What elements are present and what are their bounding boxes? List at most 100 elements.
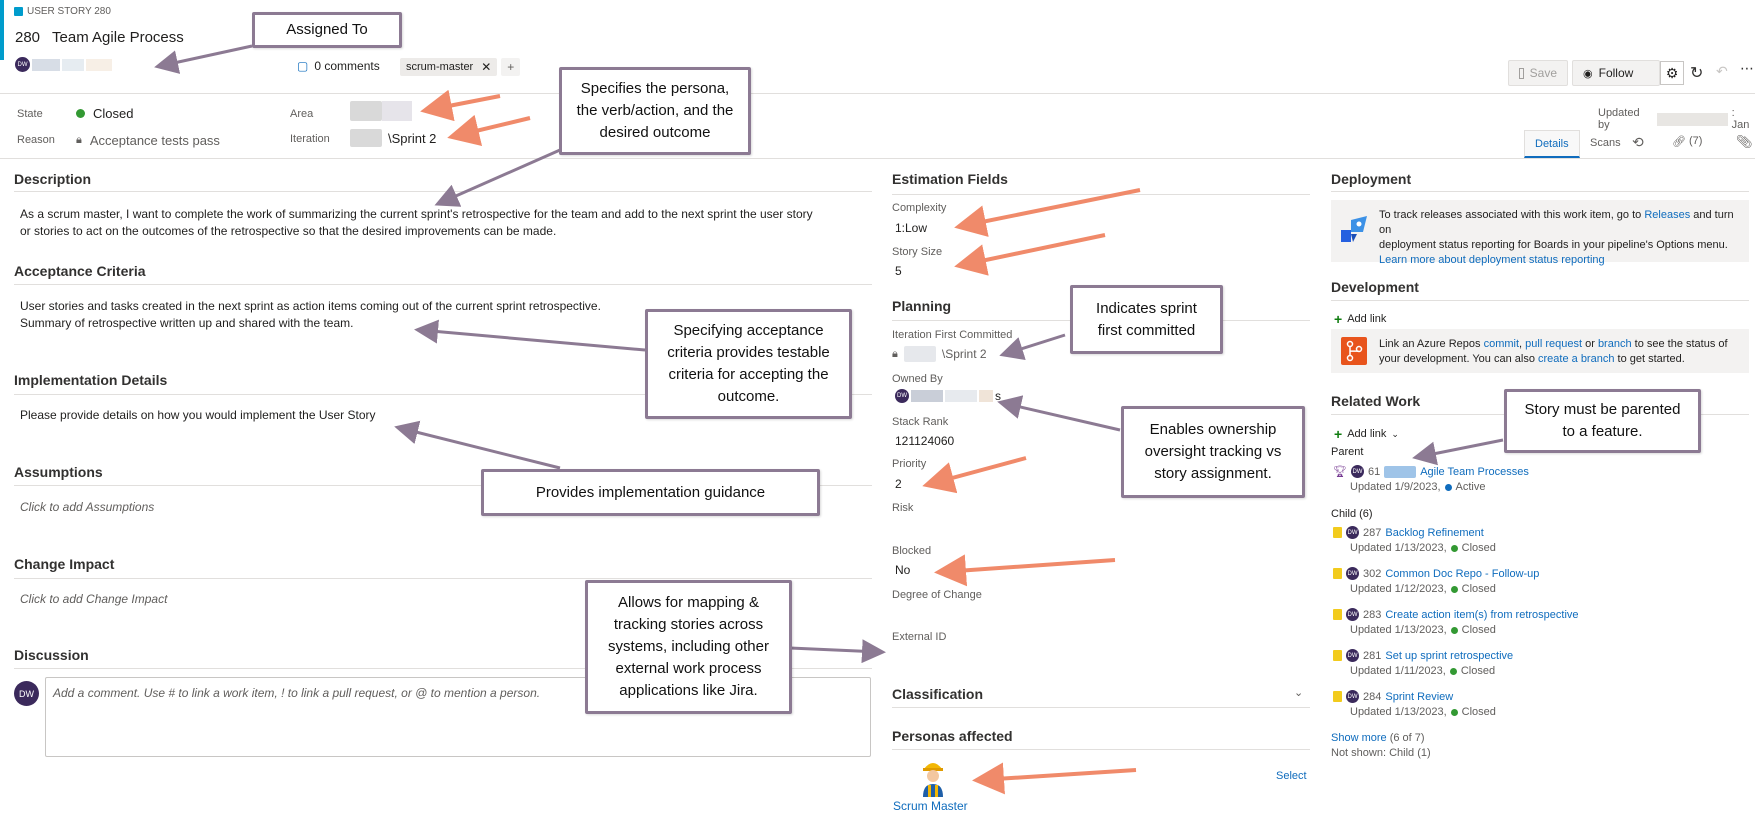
assumptions-field[interactable]: Click to add Assumptions bbox=[20, 500, 155, 514]
create-branch-link[interactable]: create a branch bbox=[1538, 353, 1615, 365]
trophy-icon: 🏆︎ bbox=[1333, 466, 1347, 478]
select-persona-button[interactable]: Select bbox=[1276, 770, 1307, 782]
acceptance-field[interactable]: User stories and tasks created in the ne… bbox=[20, 299, 601, 330]
branch-link[interactable]: branch bbox=[1597, 338, 1632, 350]
deployment-heading: Deployment bbox=[1331, 171, 1412, 187]
refresh-icon[interactable]: ↻ bbox=[1690, 65, 1704, 82]
story-size-field[interactable]: 5 bbox=[895, 264, 902, 278]
external-id-label: External ID bbox=[892, 631, 947, 643]
book-icon bbox=[14, 7, 23, 16]
work-item-title-text[interactable]: Team Agile Process bbox=[52, 29, 184, 46]
child-status: Updated 1/13/2023,Closed bbox=[1350, 624, 1496, 636]
planning-heading: Planning bbox=[892, 298, 952, 314]
section-divider bbox=[14, 668, 872, 669]
priority-field[interactable]: 2 bbox=[895, 477, 902, 491]
related-add-link-button[interactable]: + Add link ⌄ bbox=[1334, 426, 1399, 442]
child-id: 284 bbox=[1363, 690, 1382, 703]
gear-icon[interactable]: ⚙ bbox=[1660, 61, 1684, 85]
chevron-down-icon[interactable]: ⌄ bbox=[1294, 687, 1304, 699]
section-divider bbox=[14, 578, 872, 579]
more-actions-icon[interactable]: ⋯ bbox=[1740, 60, 1754, 76]
header-divider bbox=[0, 93, 1755, 94]
add-link-button[interactable]: + Add link bbox=[1334, 311, 1387, 327]
chevron-down-icon: ⌄ bbox=[1391, 428, 1399, 439]
reason-field: 🔒︎ Acceptance tests pass bbox=[76, 133, 220, 148]
iteration-field[interactable]: \Sprint 2 bbox=[350, 129, 436, 147]
close-icon[interactable]: ✕ bbox=[481, 60, 492, 74]
assigned-to-field[interactable]: DW bbox=[15, 57, 112, 72]
child-id: 302 bbox=[1363, 567, 1382, 580]
section-divider bbox=[892, 749, 1310, 750]
callout-implementation: Provides implementation guidance bbox=[481, 469, 820, 516]
avatar: DW bbox=[14, 681, 39, 706]
redacted-name bbox=[945, 390, 977, 402]
story-size-label: Story Size bbox=[892, 246, 943, 258]
child-title[interactable]: Set up sprint retrospective bbox=[1385, 649, 1514, 662]
change-impact-field[interactable]: Click to add Change Impact bbox=[20, 592, 168, 606]
risk-label: Risk bbox=[892, 502, 914, 514]
learn-more-link[interactable]: Learn more about deployment status repor… bbox=[1379, 254, 1605, 266]
priority-label: Priority bbox=[892, 458, 927, 470]
tab-scans[interactable]: Scans bbox=[1590, 137, 1621, 149]
child-title[interactable]: Backlog Refinement bbox=[1385, 526, 1484, 539]
add-tag-button[interactable]: + bbox=[501, 58, 521, 76]
child-status: Updated 1/11/2023,Closed bbox=[1350, 665, 1496, 677]
eye-icon: ◉ bbox=[1583, 67, 1593, 80]
follow-button[interactable]: ◉ Follow bbox=[1572, 60, 1660, 86]
tab-links[interactable]: 🔗︎ (7) bbox=[1672, 135, 1703, 148]
area-field[interactable] bbox=[350, 101, 412, 121]
state-field[interactable]: Closed bbox=[76, 106, 133, 121]
assumptions-heading: Assumptions bbox=[14, 464, 103, 480]
complexity-field[interactable]: 1:Low bbox=[895, 221, 928, 235]
comments-link[interactable]: ▢ 0 comments bbox=[297, 59, 380, 73]
work-item-id: 280 bbox=[15, 29, 41, 46]
persona-scrum-master[interactable]: Scrum Master bbox=[893, 799, 968, 813]
history-icon[interactable]: ⟲ bbox=[1632, 134, 1644, 150]
avatar: DW bbox=[895, 389, 909, 403]
undo-icon[interactable]: ↶ bbox=[1716, 63, 1728, 79]
arrow-personas bbox=[972, 762, 1137, 795]
parent-label: Parent bbox=[1331, 446, 1364, 458]
parent-item[interactable]: 🏆︎ DW 61 Agile Team Processes bbox=[1333, 465, 1529, 478]
avatar: DW bbox=[1346, 608, 1359, 621]
arrow-external-id bbox=[789, 639, 886, 664]
arrow-acceptance bbox=[414, 319, 646, 352]
owned-by-field[interactable]: DW s bbox=[895, 389, 1001, 403]
implementation-field[interactable]: Please provide details on how you would … bbox=[20, 408, 376, 422]
updated-by: Updated by : Jan bbox=[1598, 107, 1750, 131]
redacted-name bbox=[86, 58, 112, 71]
tab-details[interactable]: Details bbox=[1524, 130, 1580, 158]
iteration-label: Iteration bbox=[290, 133, 330, 145]
complexity-label: Complexity bbox=[892, 202, 947, 214]
classification-heading[interactable]: Classification bbox=[892, 686, 984, 702]
releases-link[interactable]: Releases bbox=[1644, 209, 1691, 221]
arrow-assigned-to bbox=[154, 44, 253, 74]
stack-rank-field[interactable]: 121124060 bbox=[895, 434, 955, 448]
child-title[interactable]: Sprint Review bbox=[1385, 690, 1454, 703]
save-button[interactable]: Save bbox=[1508, 60, 1568, 86]
show-more-link[interactable]: Show more (6 of 7) bbox=[1331, 732, 1425, 744]
tag-scrum-master[interactable]: scrum-master ✕ bbox=[400, 58, 498, 76]
section-divider bbox=[14, 191, 872, 192]
child-id: 287 bbox=[1363, 526, 1382, 539]
avatar: DW bbox=[1346, 526, 1359, 539]
attachment-icon[interactable]: 📎︎ bbox=[1736, 134, 1753, 149]
callout-sprint-first: Indicates sprint first committed bbox=[1070, 285, 1223, 354]
commit-link[interactable]: commit bbox=[1483, 338, 1520, 350]
status-dot bbox=[1450, 585, 1458, 593]
status-dot bbox=[1450, 544, 1458, 552]
child-title[interactable]: Common Doc Repo - Follow-up bbox=[1385, 567, 1540, 580]
blocked-field[interactable]: No bbox=[895, 563, 911, 577]
pull-request-link[interactable]: pull request bbox=[1525, 338, 1583, 350]
child-title[interactable]: Create action item(s) from retrospective bbox=[1385, 608, 1579, 621]
arrow-implementation bbox=[394, 420, 561, 470]
description-field[interactable]: As a scrum master, I want to complete th… bbox=[20, 207, 813, 238]
comment-input[interactable]: Add a comment. Use # to link a work item… bbox=[45, 677, 871, 757]
work-item-title[interactable]: 280 Team Agile Process bbox=[15, 29, 184, 46]
area-label: Area bbox=[290, 108, 314, 120]
